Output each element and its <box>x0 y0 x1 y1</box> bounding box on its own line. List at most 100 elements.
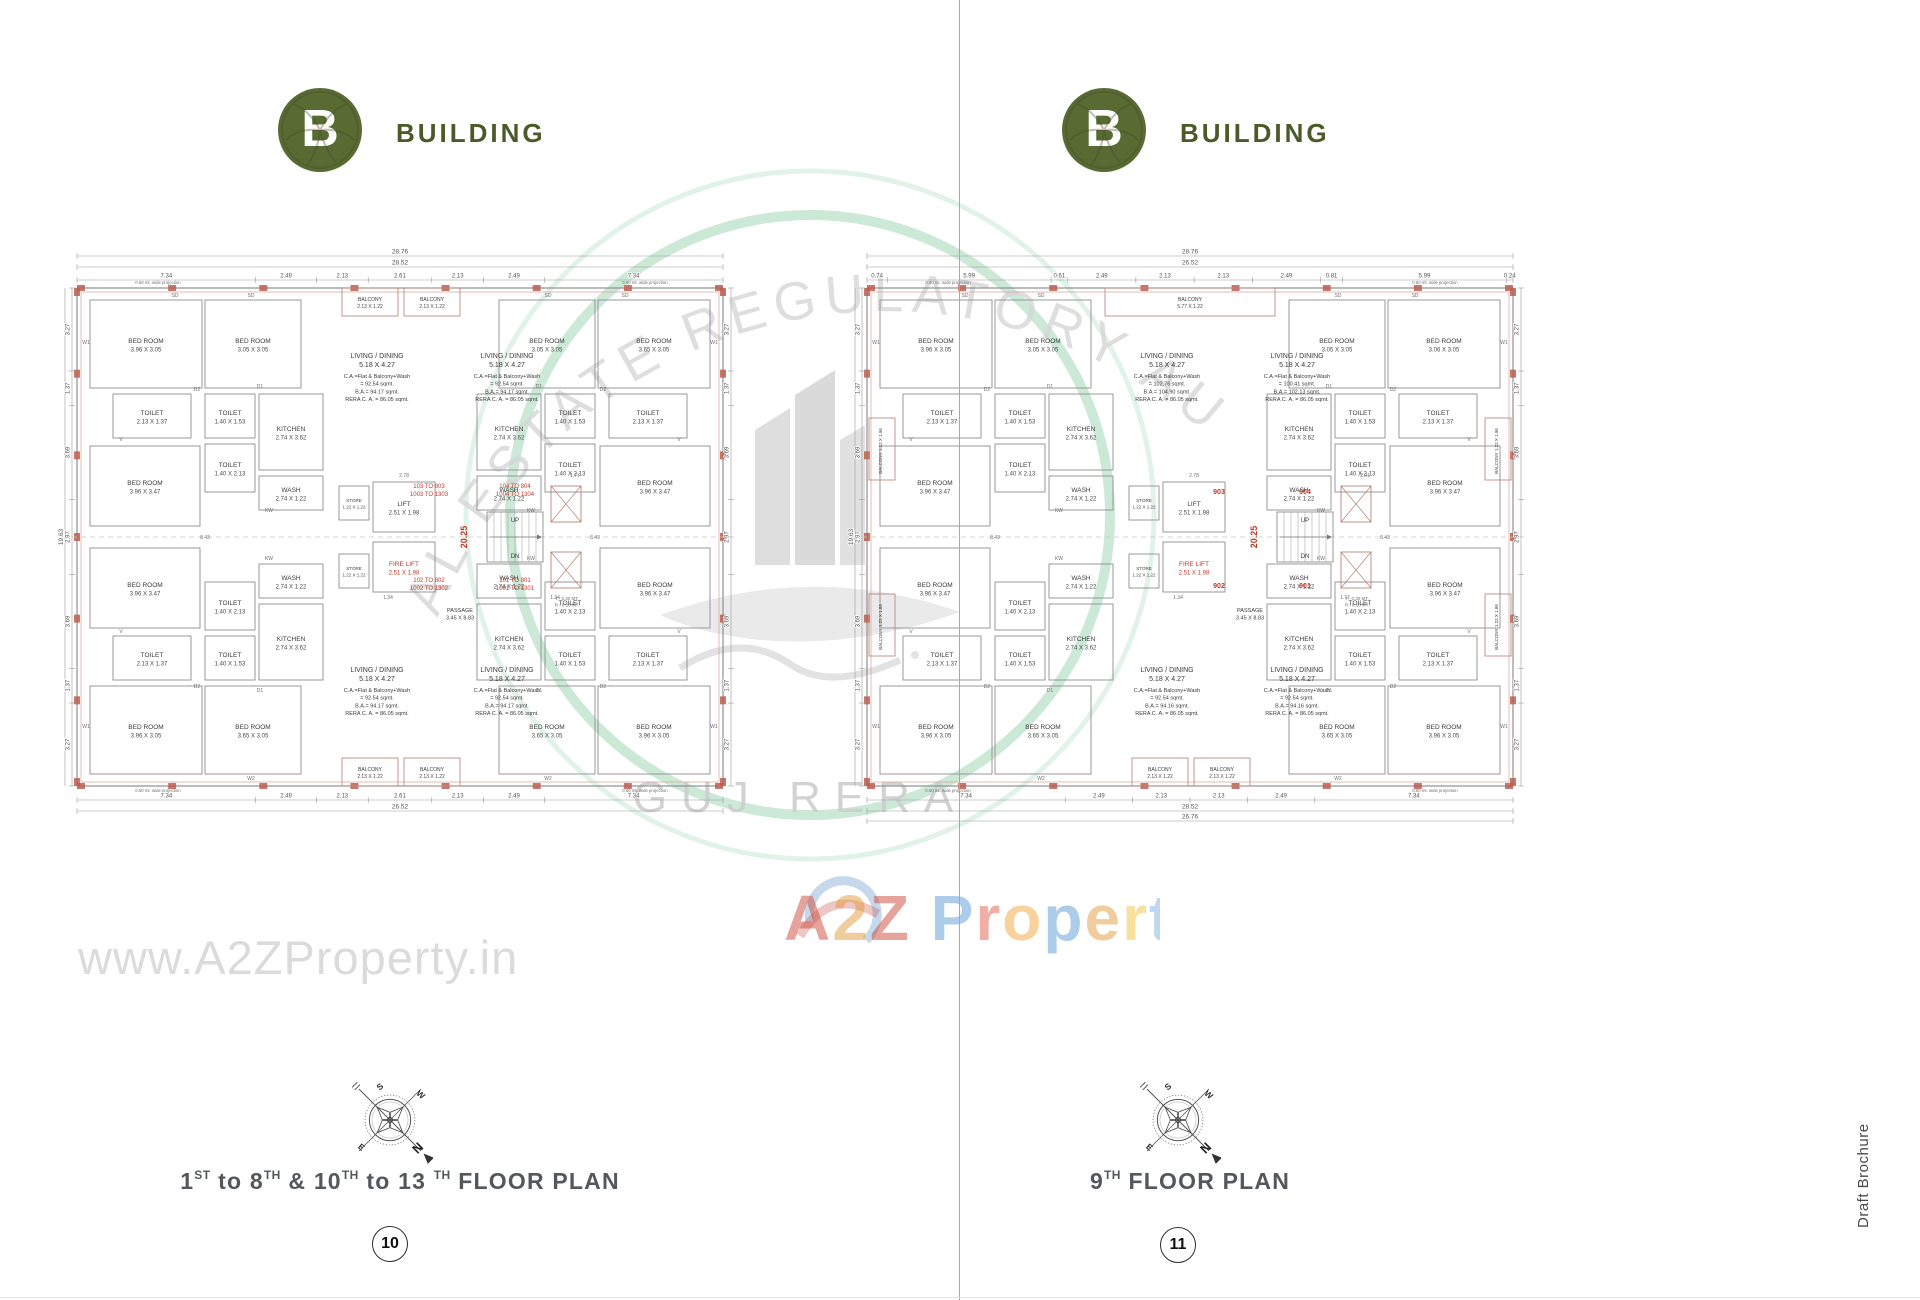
plan-label: 8.43 <box>990 535 1000 541</box>
plan-label: 2.49 <box>1096 274 1108 280</box>
room-dim: 1.40 X 2.13 <box>1345 610 1376 616</box>
room-dim: 2.51 X 1.98 <box>1179 571 1210 577</box>
plan-label: 1.37 <box>66 679 72 691</box>
room-name: BED ROOM <box>637 582 672 589</box>
room-name: WASH <box>1289 575 1309 582</box>
unit-number-label: 903 <box>1213 489 1225 496</box>
plan-label: W2 <box>544 776 552 782</box>
plan-label: V <box>909 629 913 635</box>
plan-label: 5.18 X 4.27 <box>1149 676 1185 683</box>
room-name: TOILET <box>1349 652 1372 659</box>
plan-label: 8.43 <box>1380 535 1390 541</box>
plan-label: SD <box>545 293 552 299</box>
room-name: BED ROOM <box>235 724 270 731</box>
title-part: TH <box>1103 1168 1121 1183</box>
plan-label: UP <box>1301 518 1309 524</box>
plan-annotation: D2 <box>194 387 201 393</box>
title-part: TH <box>341 1168 359 1183</box>
plan-label: BALCONY 1.22 X 1.96 <box>1494 428 1499 474</box>
plan-label: 3.69 <box>856 446 862 458</box>
plan-label: KW <box>1317 556 1325 562</box>
compass-rose-right: S W E N <box>1139 1081 1221 1164</box>
room-name: KITCHEN <box>1285 426 1314 433</box>
plan-annotation: D1 <box>1326 688 1333 694</box>
plan-label: V <box>119 629 123 635</box>
plan-label: 20.25 <box>1249 526 1259 549</box>
plan-label: LIVING / DINING <box>1140 667 1193 674</box>
room-name: TOILET <box>1349 462 1372 469</box>
plan-label: B.A.= 94.17 sqmt. <box>355 703 399 709</box>
plan-label: 7.34 <box>161 274 173 280</box>
compass-w: W <box>1203 1088 1216 1101</box>
plan-label: C.A.=Flat & Balcony+Wash <box>474 374 540 380</box>
room-dim: 2.51 X 1.98 <box>389 511 420 517</box>
plan-annotation: D1 <box>257 688 264 694</box>
plan-label: 2.97 <box>725 531 731 543</box>
plan-annotation: W2 <box>1334 776 1342 782</box>
room-name: BED ROOM <box>1025 724 1060 731</box>
duct-hatch <box>1340 551 1372 589</box>
room-name: BED ROOM <box>127 480 162 487</box>
plan-label: 7.34 <box>161 794 173 800</box>
room-name: BED ROOM <box>917 582 952 589</box>
plan-label: 3.27 <box>725 738 731 750</box>
plan-label: B.A.= 94.17 sqmt. <box>485 389 529 395</box>
room-name: TOILET <box>219 652 242 659</box>
room-dim: 3.96 X 3.05 <box>921 348 952 354</box>
plan-label: = 92.54 sqmt. <box>490 696 524 702</box>
room-dim: 1.22 X 1.22 <box>342 505 366 510</box>
plan-label: 1003 TO 1303 <box>410 492 449 498</box>
room: BALCONY 1.22 X 1.86 <box>1484 593 1512 657</box>
plan-label: 0.81 <box>1326 274 1338 280</box>
room-name: BED ROOM <box>529 724 564 731</box>
plan-label: 8.43 <box>590 535 600 541</box>
plan-annotation: 0.60 mt. wide projection <box>1412 788 1458 793</box>
title-part: to 13 <box>358 1168 434 1194</box>
title-part: TH <box>433 1168 451 1183</box>
plan-label: 2.97 <box>1515 531 1521 543</box>
plan-annotation: W1 <box>1500 340 1508 346</box>
plan-label: 2.13 <box>1217 274 1229 280</box>
page-number: 11 <box>1169 1236 1187 1253</box>
plan-label: 8.43 <box>200 535 210 541</box>
room-dim: 3.96 X 3.47 <box>1430 592 1461 598</box>
room-name: BED ROOM <box>636 338 671 345</box>
room-dim: 3.06 X 3.05 <box>1429 348 1460 354</box>
room-dim: 2.13 X 1.22 <box>357 304 383 310</box>
plan-annotation: D1 <box>257 384 264 390</box>
plan-label: UP <box>511 518 519 524</box>
plan-annotation: D1 <box>1047 384 1054 390</box>
plan-label: 7.34 <box>628 274 640 280</box>
plan-label: RERA C. A. = 86.05 sqmt. <box>475 711 539 717</box>
duct-hatch <box>550 551 582 589</box>
plan-label: 0.60 mt. wide projection <box>925 280 971 285</box>
plan-label: 2.97 <box>66 531 72 543</box>
plan-annotation: DN <box>1301 554 1310 560</box>
room-name: TOILET <box>1427 410 1450 417</box>
plan-annotation: SD <box>962 293 969 299</box>
plan-label: 3.69 <box>856 615 862 627</box>
plan-label: 3.27 <box>66 323 72 335</box>
plan-annotation: W1 <box>82 340 90 346</box>
plan-label: 3.69 <box>725 446 731 458</box>
plan-label: KW <box>1317 508 1325 514</box>
plan-label: 5.18 X 4.27 <box>1149 362 1185 369</box>
room-name: TOILET <box>141 410 164 417</box>
plan-label: D2 <box>1390 387 1397 393</box>
plan-label: 28.76 <box>392 249 409 256</box>
plan-annotation: C.A.=Flat & Balcony+Wash= 92.54 sqmt.B.A… <box>1134 688 1200 717</box>
room-name: WASH <box>281 487 301 494</box>
plan-label: 1002 TO 1302 <box>410 586 449 592</box>
